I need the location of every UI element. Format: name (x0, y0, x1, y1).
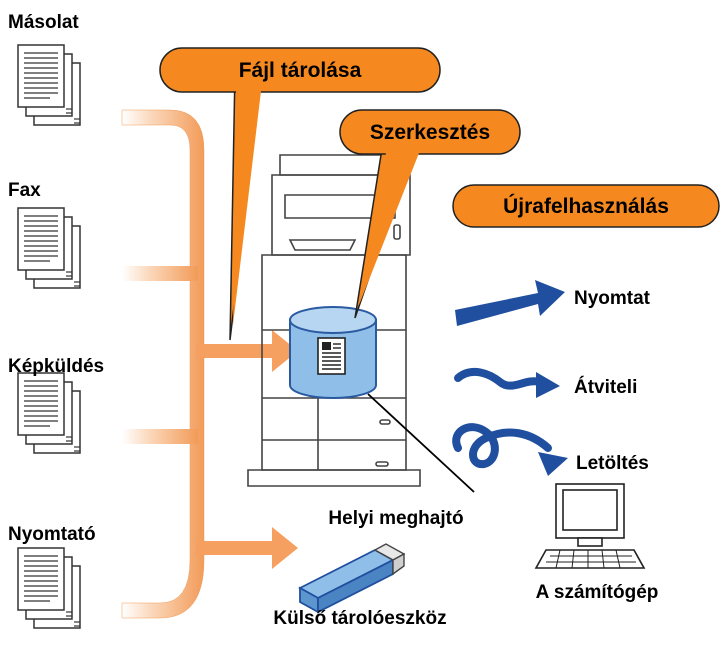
local-drive-icon (289, 306, 377, 399)
source-fax-label: Fax (8, 180, 41, 201)
source-copy-label: Másolat (8, 12, 79, 33)
copy-document-icon (17, 44, 81, 126)
print-arrow (455, 280, 565, 326)
usb-storage-icon (298, 543, 406, 614)
flow-arrow (121, 109, 298, 619)
download-arrow (452, 423, 552, 469)
source-image-send-label: Képküldés (8, 356, 104, 377)
callout-file-storage-label: Fájl tárolása (239, 59, 362, 82)
local-drive-leader (367, 393, 475, 493)
computer-label: A számítógép (536, 582, 659, 603)
local-drive-label: Helyi meghajtó (328, 508, 463, 529)
external-storage-label: Külső tárolóeszköz (273, 608, 446, 629)
transfer-arrow (454, 367, 544, 390)
source-printer-label: Nyomtató (8, 524, 96, 545)
callout-edit: Szerkesztés (339, 109, 521, 319)
callout-reuse: Újrafelhasználás (452, 184, 720, 228)
printer-document-icon (17, 547, 81, 629)
computer-icon (534, 483, 646, 569)
image-send-document-icon (17, 372, 81, 454)
callout-file-storage: Fájl tárolása (159, 47, 441, 341)
output-print-label: Nyomtat (574, 288, 651, 309)
callout-reuse-label: Újrafelhasználás (503, 194, 669, 218)
callout-edit-label: Szerkesztés (370, 121, 490, 144)
transfer-arrowhead (536, 372, 560, 398)
fax-document-icon (17, 207, 81, 289)
download-arrowhead (538, 452, 568, 476)
output-download-label: Letöltés (576, 453, 649, 474)
output-transfer-label: Átviteli (574, 376, 637, 398)
